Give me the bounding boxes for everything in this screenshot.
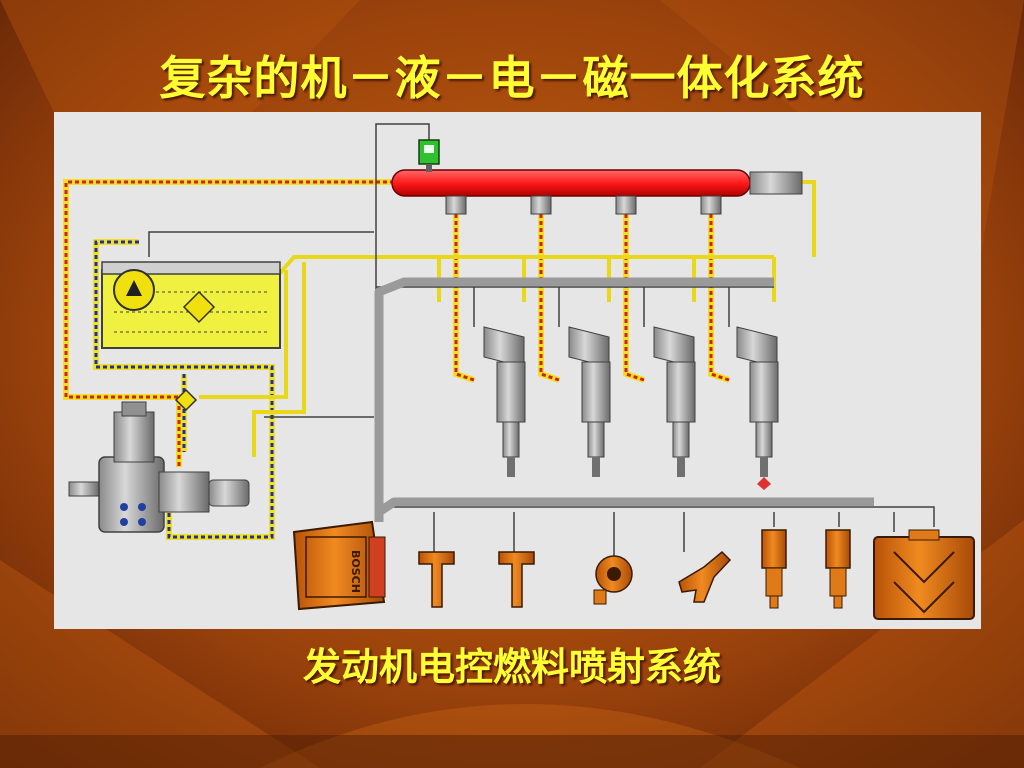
ecu-brand-label: BOSCH	[349, 550, 362, 593]
slide-title: 复杂的机－液－电－磁一体化系统	[159, 51, 865, 105]
wiring-harness	[374, 277, 874, 522]
sensor-6	[825, 529, 851, 609]
sensor-3	[593, 555, 633, 605]
sensor-4	[678, 550, 732, 603]
sensor-7-air-mass-meter	[873, 529, 975, 620]
fuel-tank	[101, 261, 281, 412]
injector-2	[568, 326, 611, 477]
sensor-2	[498, 551, 535, 608]
high-pressure-pump	[68, 401, 250, 533]
high-pressure-lines	[63, 179, 730, 467]
fuel-injection-diagram: BOSCH	[54, 112, 981, 629]
return-lines	[93, 239, 275, 540]
sensor-1	[418, 551, 455, 608]
fuel-filter	[182, 290, 216, 324]
injector-4	[736, 326, 779, 490]
injector-1	[483, 326, 526, 477]
sensor-5	[761, 529, 787, 609]
electrical-wiring	[148, 123, 935, 557]
sensors	[418, 529, 975, 620]
injector-3	[653, 326, 696, 477]
slide-subtitle: 发动机电控燃料喷射系统	[302, 645, 721, 689]
injectors	[483, 326, 779, 490]
ecu: BOSCH	[292, 520, 386, 611]
common-rail	[391, 139, 803, 215]
